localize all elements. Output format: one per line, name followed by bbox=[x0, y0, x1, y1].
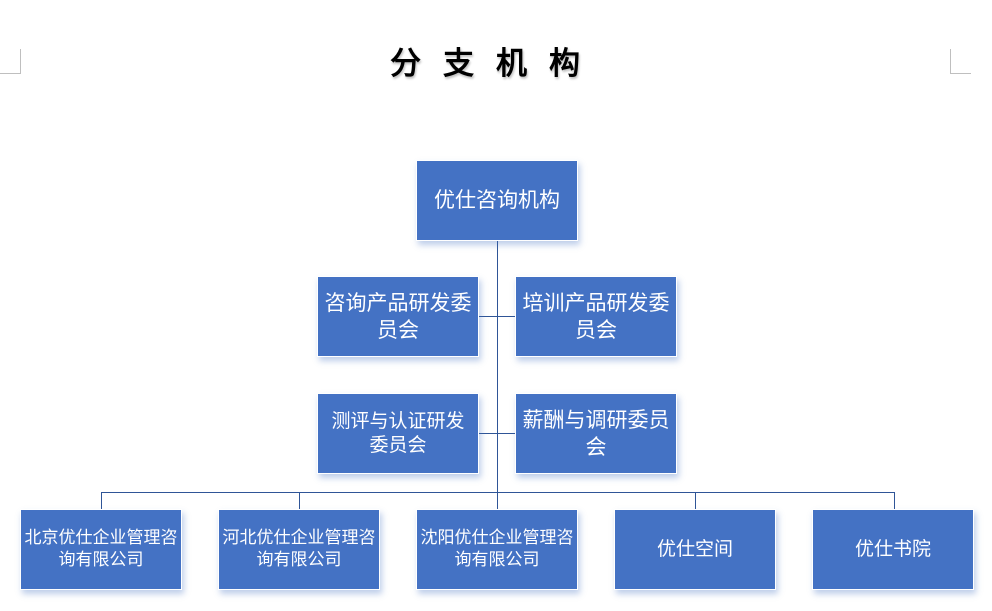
branch-box: 河北优仕企业管理咨询有限公司 bbox=[218, 509, 380, 590]
connector-trunk bbox=[497, 241, 498, 492]
org-root-box: 优仕咨询机构 bbox=[416, 160, 578, 241]
page-title: 分支机构 bbox=[390, 46, 602, 82]
committee-box: 测评与认证研发委员会 bbox=[317, 393, 479, 474]
connector-row1 bbox=[479, 316, 515, 317]
branch-label: 优仕空间 bbox=[656, 537, 733, 560]
branch-box: 优仕空间 bbox=[614, 509, 776, 590]
connector-row2 bbox=[479, 433, 515, 434]
committee-box: 培训产品研发委员会 bbox=[515, 276, 677, 357]
connector-bus bbox=[101, 492, 895, 493]
branch-label: 河北优仕企业管理咨询有限公司 bbox=[222, 528, 376, 570]
branch-label: 沈阳优仕企业管理咨询有限公司 bbox=[420, 528, 574, 570]
connector-drop bbox=[894, 492, 895, 509]
connector-drop bbox=[695, 492, 696, 509]
committee-label: 培训产品研发委员会 bbox=[522, 291, 670, 342]
connector-drop bbox=[101, 492, 102, 509]
branch-label: 优仕书院 bbox=[854, 537, 931, 560]
committee-label: 咨询产品研发委员会 bbox=[324, 291, 472, 342]
page-corner-mark-right bbox=[950, 49, 971, 74]
page-corner-mark-left bbox=[0, 49, 21, 74]
branch-box: 沈阳优仕企业管理咨询有限公司 bbox=[416, 509, 578, 590]
branch-box: 北京优仕企业管理咨询有限公司 bbox=[20, 509, 182, 590]
committee-label: 薪酬与调研委员会 bbox=[522, 408, 670, 459]
branch-box: 优仕书院 bbox=[812, 509, 974, 590]
committee-box: 咨询产品研发委员会 bbox=[317, 276, 479, 357]
committee-label: 测评与认证研发委员会 bbox=[331, 409, 465, 456]
committee-box: 薪酬与调研委员会 bbox=[515, 393, 677, 474]
connector-drop bbox=[299, 492, 300, 509]
connector-drop bbox=[497, 492, 498, 509]
branch-label: 北京优仕企业管理咨询有限公司 bbox=[24, 528, 178, 570]
org-root-label: 优仕咨询机构 bbox=[434, 188, 560, 213]
